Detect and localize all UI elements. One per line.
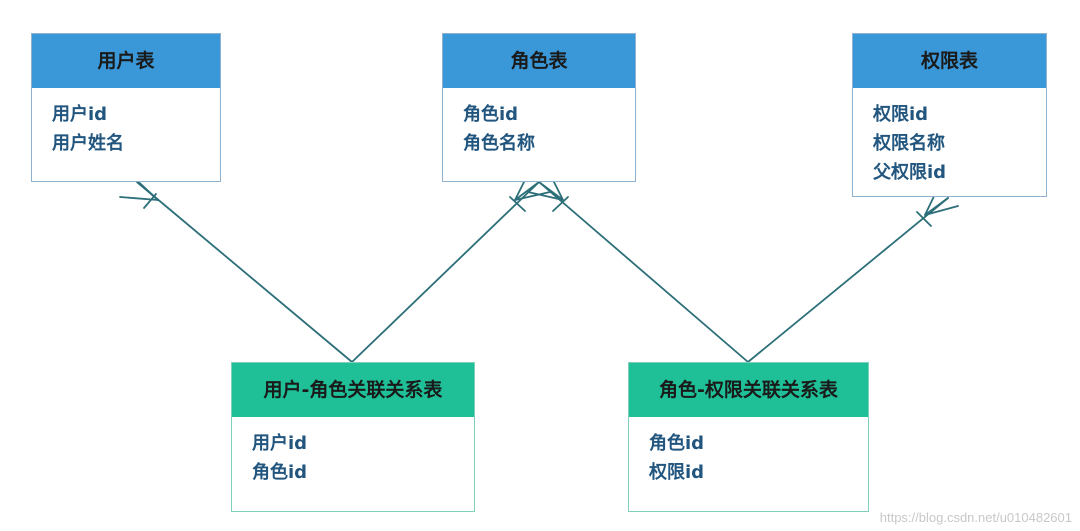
role-table-field: 角色名称 bbox=[463, 133, 535, 154]
user-table-field: 用户id bbox=[52, 104, 108, 125]
user-table-field: 用户姓名 bbox=[52, 133, 124, 154]
permission-table-field: 父权限id bbox=[873, 162, 947, 183]
user-table: 用户表 用户id 用户姓名 bbox=[31, 33, 221, 182]
user-role-table-title: 用户-角色关联关系表 bbox=[232, 363, 474, 417]
link-user-role-to-user bbox=[119, 174, 353, 363]
permission-table-title: 权限表 bbox=[853, 34, 1046, 88]
user-role-table-field: 用户id bbox=[252, 433, 308, 454]
permission-table-field: 权限名称 bbox=[873, 133, 945, 154]
role-permission-table-field: 权限id bbox=[649, 462, 705, 483]
role-table: 角色表 角色id 角色名称 bbox=[442, 33, 636, 182]
role-table-field: 角色id bbox=[463, 104, 519, 125]
link-role-permission-to-role bbox=[527, 175, 749, 363]
permission-table-field: 权限id bbox=[873, 104, 929, 125]
watermark: https://blog.csdn.net/u010482601 bbox=[879, 510, 1072, 525]
user-role-table-field: 角色id bbox=[252, 462, 308, 483]
user-role-table: 用户-角色关联关系表 用户id 角色id bbox=[231, 362, 475, 512]
role-permission-table-field: 角色id bbox=[649, 433, 705, 454]
link-role-permission-to-permission bbox=[747, 191, 959, 363]
role-permission-table-title: 角色-权限关联关系表 bbox=[629, 363, 868, 417]
permission-table: 权限表 权限id 权限名称 父权限id bbox=[852, 33, 1047, 197]
role-permission-table: 角色-权限关联关系表 角色id 权限id bbox=[628, 362, 869, 512]
user-table-title: 用户表 bbox=[32, 34, 220, 88]
role-table-title: 角色表 bbox=[443, 34, 635, 88]
link-user-role-to-role bbox=[351, 175, 551, 363]
